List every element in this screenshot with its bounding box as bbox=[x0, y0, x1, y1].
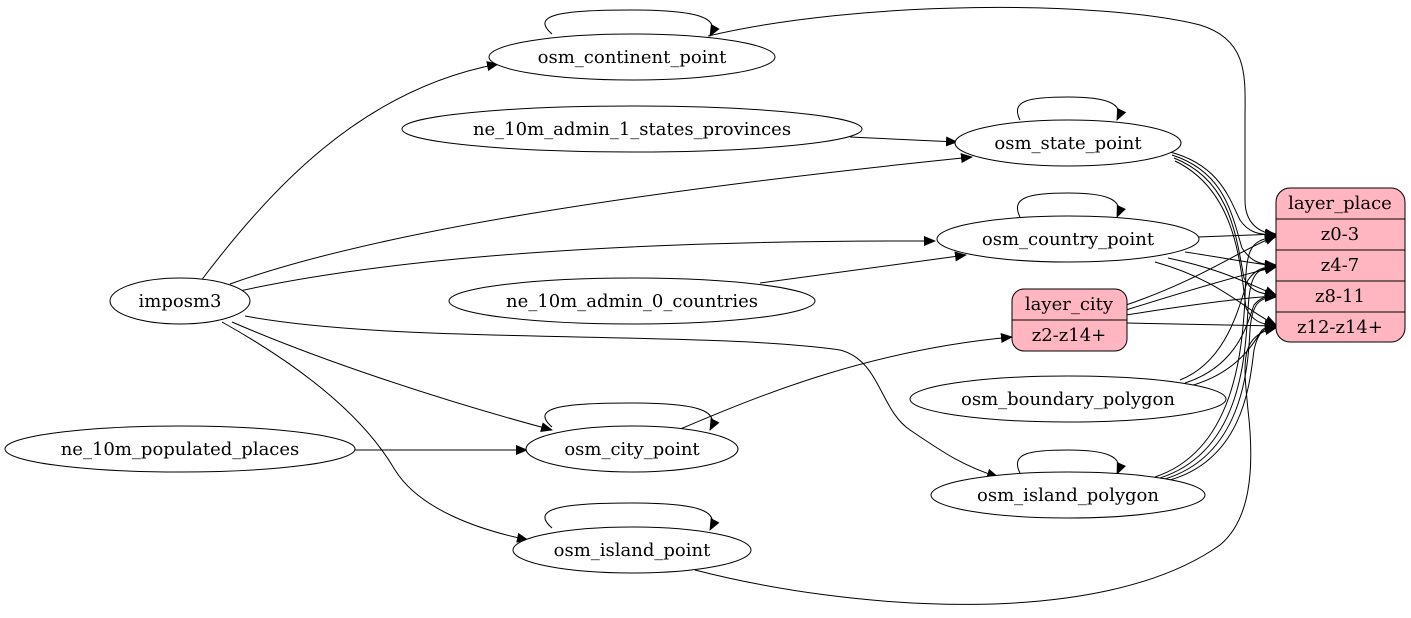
edge-state-z47 bbox=[1171, 154, 1277, 270]
layer-place-row-z0-3: z0-3 bbox=[1321, 224, 1359, 245]
node-label: osm_country_point bbox=[982, 229, 1155, 250]
edge-city-layercity bbox=[677, 333, 1013, 431]
node-label: osm_state_point bbox=[994, 133, 1142, 154]
loop-island-point bbox=[544, 502, 720, 531]
edge-imposm3-island-point bbox=[221, 321, 529, 543]
layer-city-row: z2-z14+ bbox=[1032, 325, 1107, 346]
edge-country-z47 bbox=[1184, 251, 1277, 270]
node-layer-place: layer_place z0-3 z4-7 z8-11 z12-z14+ bbox=[1275, 187, 1406, 343]
edge-imposm3-continent bbox=[199, 61, 499, 283]
loop-continent bbox=[544, 9, 720, 37]
node-label: osm_boundary_polygon bbox=[961, 389, 1175, 410]
edge-country-z03 bbox=[1197, 229, 1277, 240]
edge-layercity-z03 bbox=[1125, 235, 1277, 306]
layer-place-row-z4-7: z4-7 bbox=[1321, 255, 1359, 276]
loop-state bbox=[1017, 96, 1127, 121]
node-label: osm_island_point bbox=[554, 540, 711, 561]
edge-admin1-state bbox=[849, 136, 958, 147]
node-osm-country-point: osm_country_point bbox=[936, 215, 1200, 263]
edge-layercity-z811 bbox=[1125, 291, 1277, 316]
node-osm-boundary-polygon: osm_boundary_polygon bbox=[909, 375, 1227, 423]
node-layer-city: layer_city z2-z14+ bbox=[1011, 288, 1128, 352]
edge-country-z1214 bbox=[1154, 261, 1277, 326]
edge-layercity-z1214 bbox=[1125, 320, 1277, 331]
node-label: ne_10m_admin_0_countries bbox=[506, 291, 758, 312]
node-osm-city-point: osm_city_point bbox=[525, 425, 739, 473]
node-label: osm_island_polygon bbox=[977, 485, 1159, 506]
edge-islandpoly-z811 bbox=[1164, 292, 1277, 480]
edge-boundary-z1214 bbox=[1189, 321, 1277, 387]
edge-boundary-z47 bbox=[1179, 261, 1277, 381]
node-label: ne_10m_populated_places bbox=[61, 439, 300, 460]
edge-islandpoly-z1214 bbox=[1169, 322, 1277, 481]
loop-country bbox=[1017, 192, 1127, 218]
edges bbox=[199, 6, 1277, 605]
layer-place-row-z8-11: z8-11 bbox=[1315, 286, 1365, 307]
loop-island-polygon bbox=[1017, 449, 1127, 475]
edge-imposm3-island-polygon bbox=[244, 315, 999, 479]
edge-islandpoly-z47 bbox=[1159, 262, 1277, 479]
layer-place-title: layer_place bbox=[1288, 193, 1392, 214]
node-osm-continent-point: osm_continent_point bbox=[488, 33, 776, 81]
node-osm-island-point: osm_island_point bbox=[512, 526, 752, 574]
edge-imposm3-city bbox=[231, 321, 553, 432]
node-imposm3: imposm3 bbox=[109, 277, 251, 325]
edge-continent-z03 bbox=[707, 6, 1277, 239]
edge-admin0-country bbox=[759, 251, 967, 284]
edge-imposm3-country bbox=[234, 235, 936, 293]
edge-state-z1214 bbox=[1174, 160, 1277, 330]
node-label: osm_city_point bbox=[564, 439, 700, 460]
node-label: osm_continent_point bbox=[538, 47, 727, 68]
edge-layercity-z47 bbox=[1125, 264, 1277, 311]
loop-city bbox=[544, 402, 720, 431]
node-ne-10m-admin-1-states-provinces: ne_10m_admin_1_states_provinces bbox=[401, 105, 863, 153]
edge-state-z811 bbox=[1173, 157, 1277, 300]
layer-city-title: layer_city bbox=[1025, 294, 1114, 315]
node-ne-10m-admin-0-countries: ne_10m_admin_0_countries bbox=[448, 277, 816, 325]
edge-islandpoly-z03 bbox=[1154, 233, 1277, 478]
node-label: imposm3 bbox=[139, 291, 222, 312]
node-label: ne_10m_admin_1_states_provinces bbox=[473, 119, 791, 140]
layer-place-row-z12-z14: z12-z14+ bbox=[1297, 317, 1383, 338]
node-osm-island-polygon: osm_island_polygon bbox=[930, 471, 1206, 519]
edge-imposm3-state bbox=[229, 153, 973, 285]
node-ne-10m-populated-places: ne_10m_populated_places bbox=[4, 425, 356, 473]
node-osm-state-point: osm_state_point bbox=[954, 119, 1182, 167]
edge-state-z03 bbox=[1169, 151, 1277, 240]
edge-islandpoint-z1214 bbox=[694, 325, 1277, 605]
